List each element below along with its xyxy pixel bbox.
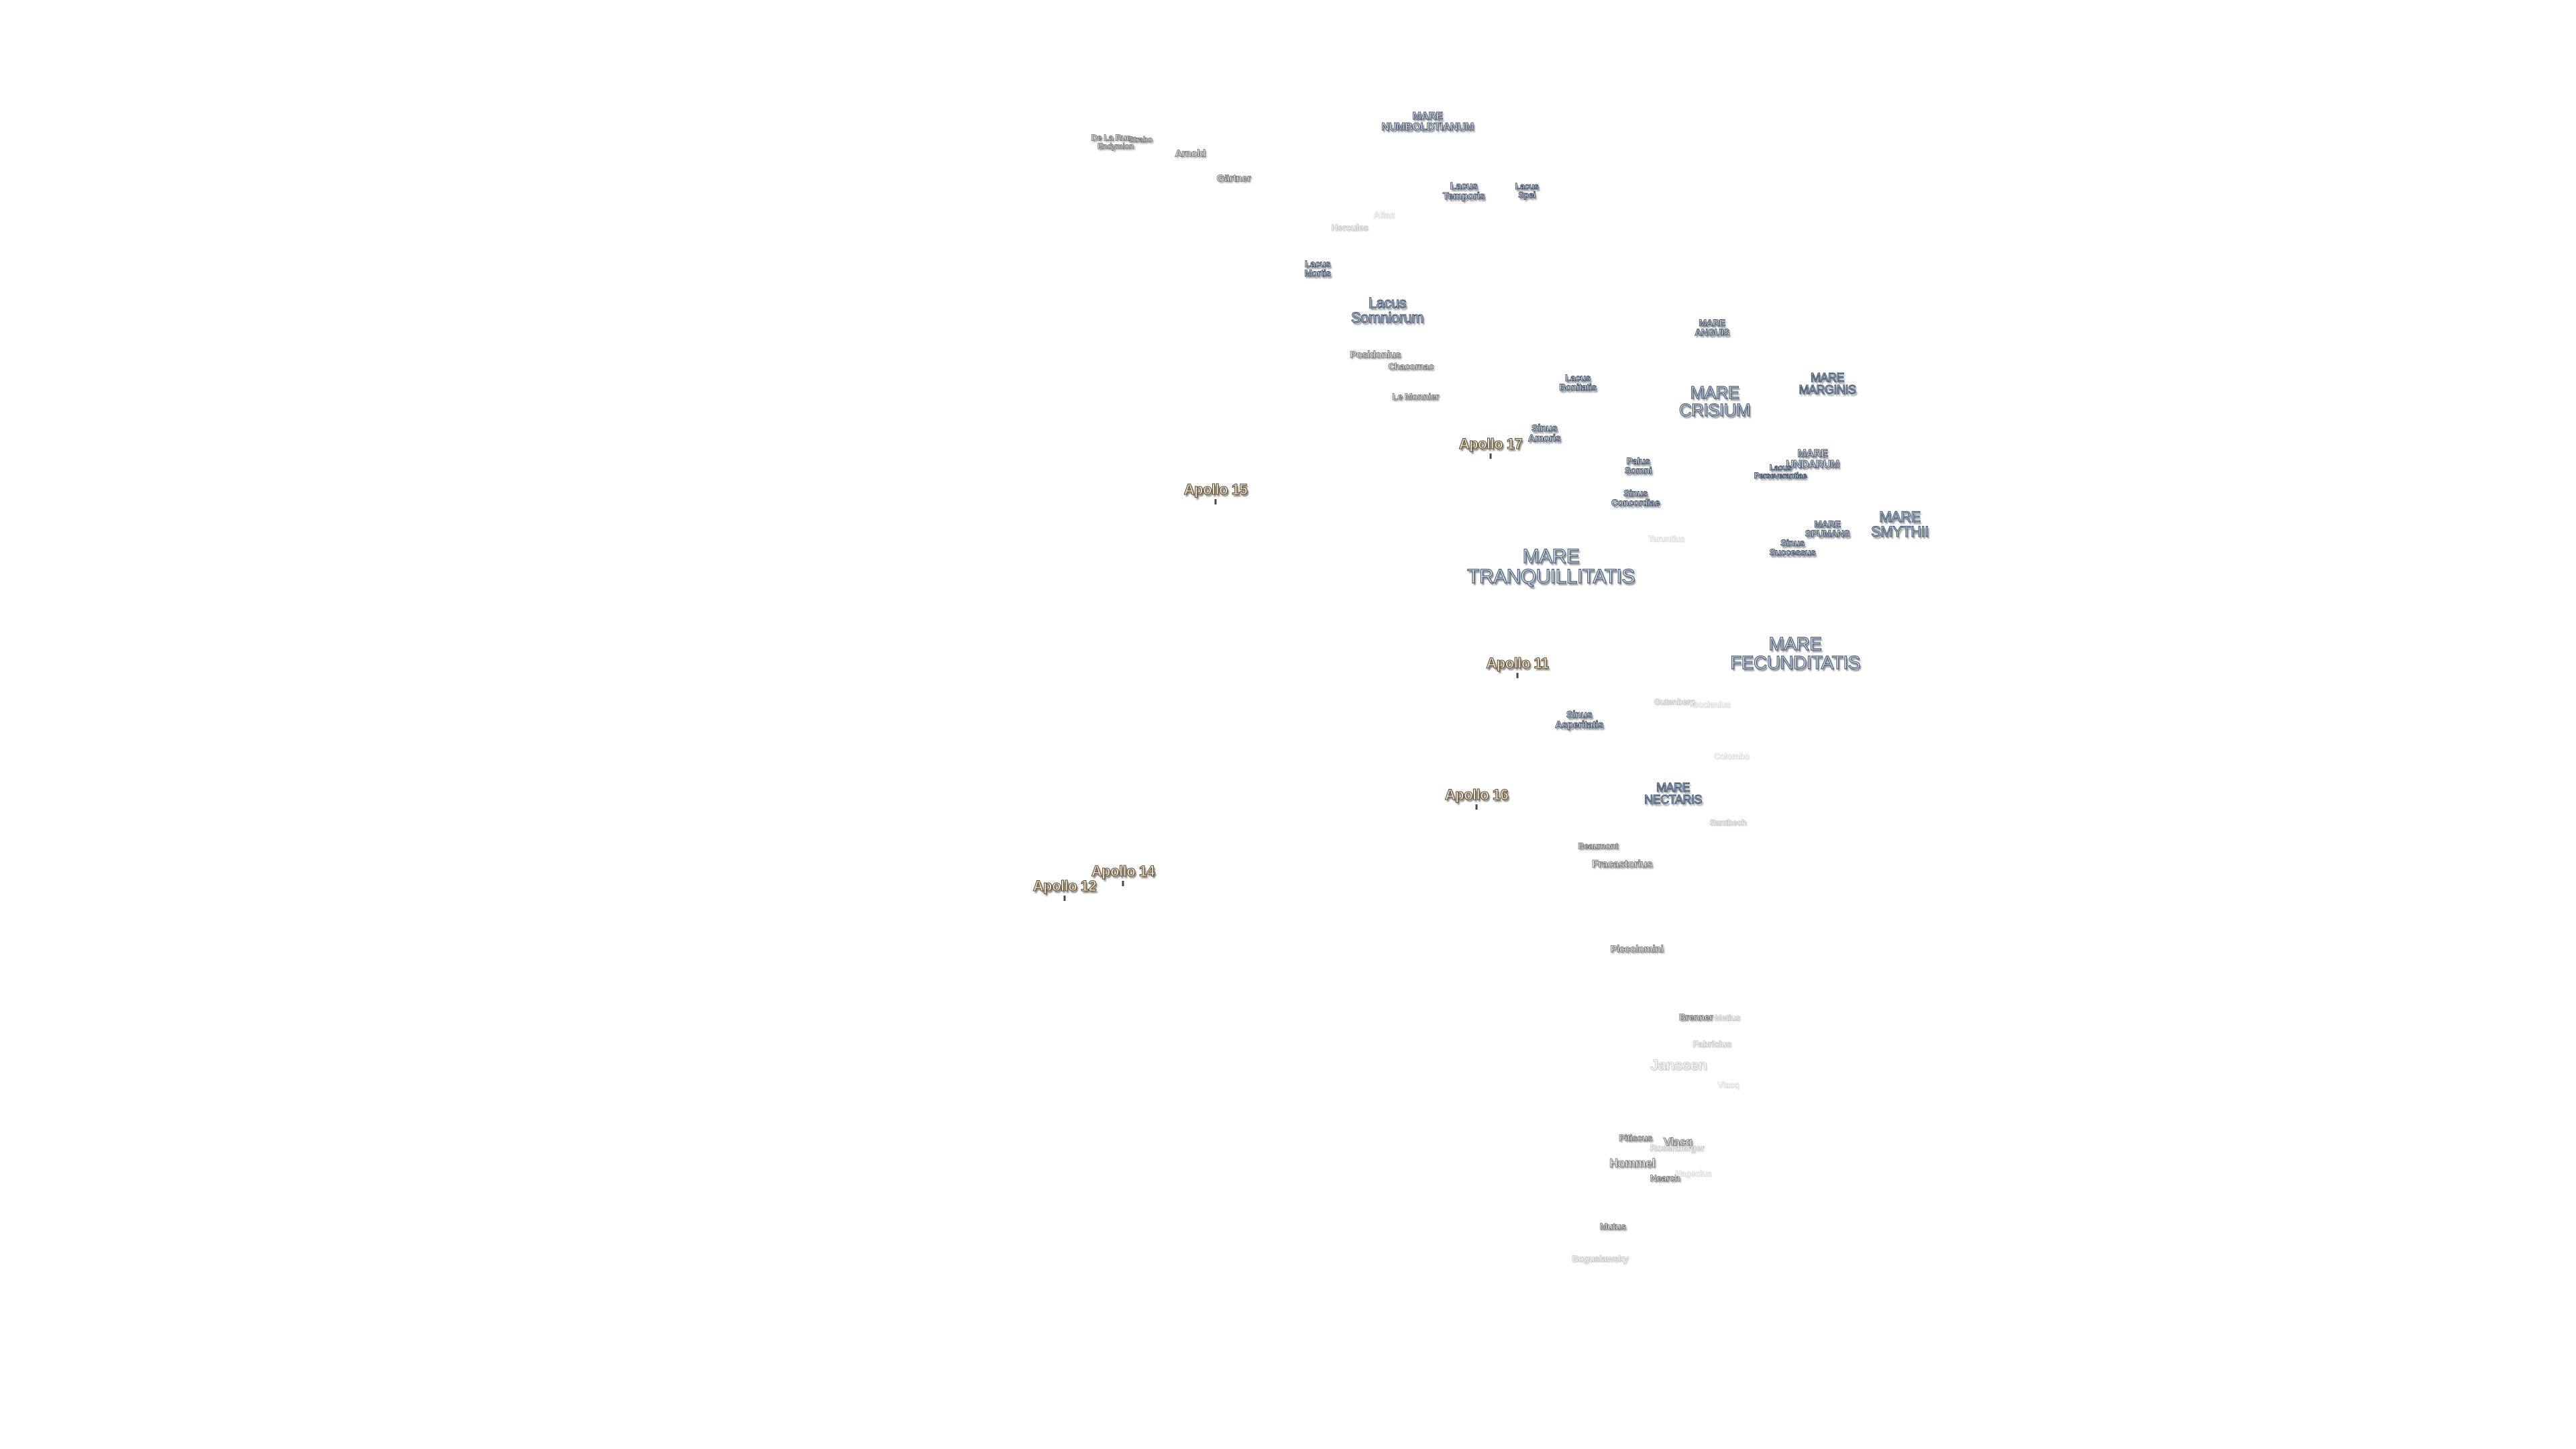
mare-label-mare-crisium: MARE CRISIUM — [1678, 382, 1751, 420]
crater-label-gutenberg: Gutenberg — [1654, 696, 1695, 707]
mare-label-lacus-perseverantiae: Lacus Perseverantiae — [1754, 463, 1807, 480]
crater-label-beaumont: Beaumont — [1578, 841, 1619, 851]
crater-label-nearch: Nearch — [1650, 1173, 1680, 1183]
landing-site-marker-apollo-16 — [1475, 804, 1478, 810]
mare-label-mare-tranquillitatis: MARE TRANQUILLITATIS — [1467, 545, 1635, 588]
mare-label-mare-fecunditatis: MARE FECUNDITATIS — [1730, 633, 1861, 673]
landing-site-marker-apollo-11 — [1516, 673, 1519, 678]
mare-label-lacus-temporis: Lacus Temporis — [1442, 180, 1485, 202]
mare-label-humboldtianum: MARE NUMBOLDTIANUM — [1381, 111, 1474, 133]
crater-label-mutus: Mutus — [1599, 1221, 1626, 1232]
crater-label-brenner: Brenner — [1678, 1012, 1713, 1022]
crater-label-colombo: Colombo — [1713, 751, 1750, 761]
landing-site-marker-apollo-17 — [1489, 453, 1492, 459]
mare-label-lacus-somniorum: Lacus Somniorum — [1350, 294, 1424, 326]
mare-label-mare-marginis: MARE MARGINIS — [1799, 371, 1857, 396]
mare-label-lacus-mortis: Lacus Mortis — [1304, 258, 1331, 278]
crater-label-santbech: Santbech — [1709, 817, 1747, 828]
crater-label-de-la-rue: De La Rue — [1091, 132, 1131, 143]
mare-label-mare-undarum: MARE UNDARUM — [1786, 448, 1840, 470]
crater-label-arnold: Arnold — [1175, 148, 1206, 160]
crater-label-vlacq-upper: Vlacq — [1717, 1079, 1739, 1090]
crater-label-fracastorius: Fracastorius — [1591, 859, 1653, 870]
crater-label-atlas: Atlas — [1373, 209, 1395, 220]
landing-site-marker-apollo-12 — [1063, 896, 1066, 901]
crater-label-hagecius: Hagecius — [1675, 1168, 1712, 1179]
crater-label-janssen: Janssen — [1650, 1057, 1707, 1073]
mare-label-mare-spumans: MARE SPUMANS — [1805, 519, 1850, 539]
landing-site-marker-apollo-15 — [1214, 499, 1217, 504]
mare-label-lacus-spei: Lacus Spei — [1515, 181, 1539, 200]
crater-label-metius: Metius — [1714, 1012, 1741, 1023]
crater-label-rosenberger: Rosenberger — [1650, 1142, 1705, 1153]
crater-label-piccolomini: Piccolomini — [1610, 943, 1664, 955]
crater-label-hercules: Hercules — [1331, 222, 1368, 233]
crater-label-le-monnier: Le Monnier — [1392, 391, 1440, 402]
crater-label-chacornac: Chacornac — [1388, 361, 1434, 372]
mare-label-palus-somni: Palus Somni — [1624, 455, 1652, 476]
crater-label-fabricius: Fabricius — [1693, 1038, 1732, 1049]
mare-label-sinus-successus: Sinus Successus — [1769, 537, 1816, 557]
crater-label-boguslawsky: Boguslawsky — [1572, 1253, 1629, 1264]
crater-label-strabo: Strabo — [1128, 135, 1152, 144]
mare-label-sinus-amoris: Sinus Amoris — [1527, 423, 1561, 444]
apollo-label-apollo-14: Apollo 14 — [1091, 863, 1155, 879]
mare-label-mare-smythii: MARE SMYTHII — [1871, 508, 1929, 540]
apollo-label-apollo-11: Apollo 11 — [1486, 655, 1550, 672]
crater-label-posidonius: Posidonius — [1350, 349, 1401, 361]
crater-label-endymion: Endymion — [1097, 142, 1134, 151]
crater-label-hommel: Hommel — [1609, 1157, 1656, 1170]
mare-label-mare-nectaris: MARE NECTARIS — [1644, 781, 1703, 806]
crater-label-goclenius: Goclenius — [1690, 699, 1731, 710]
apollo-label-apollo-16: Apollo 16 — [1444, 786, 1509, 803]
landing-site-marker-apollo-14 — [1122, 881, 1124, 886]
apollo-label-apollo-17: Apollo 17 — [1458, 435, 1523, 452]
mare-label-lacus-bonitatis: Lacus Bonitatis — [1559, 372, 1597, 392]
mare-label-sinus-asperitatis: Sinus Asperitatis — [1554, 709, 1604, 731]
crater-label-gartner: Gärtner — [1216, 172, 1251, 184]
crater-label-taruntius: Taruntius — [1648, 533, 1685, 544]
apollo-label-apollo-15: Apollo 15 — [1183, 481, 1248, 498]
mare-label-sinus-concordiae: Sinus Concordiae — [1611, 488, 1660, 508]
mare-label-mare-anguis: MARE ANGUIS — [1695, 317, 1730, 337]
crater-label-vlacq: Vlacq — [1663, 1135, 1693, 1148]
apollo-label-apollo-12: Apollo 12 — [1032, 877, 1097, 894]
crater-label-pitiscus: Pitiscus — [1619, 1132, 1653, 1143]
